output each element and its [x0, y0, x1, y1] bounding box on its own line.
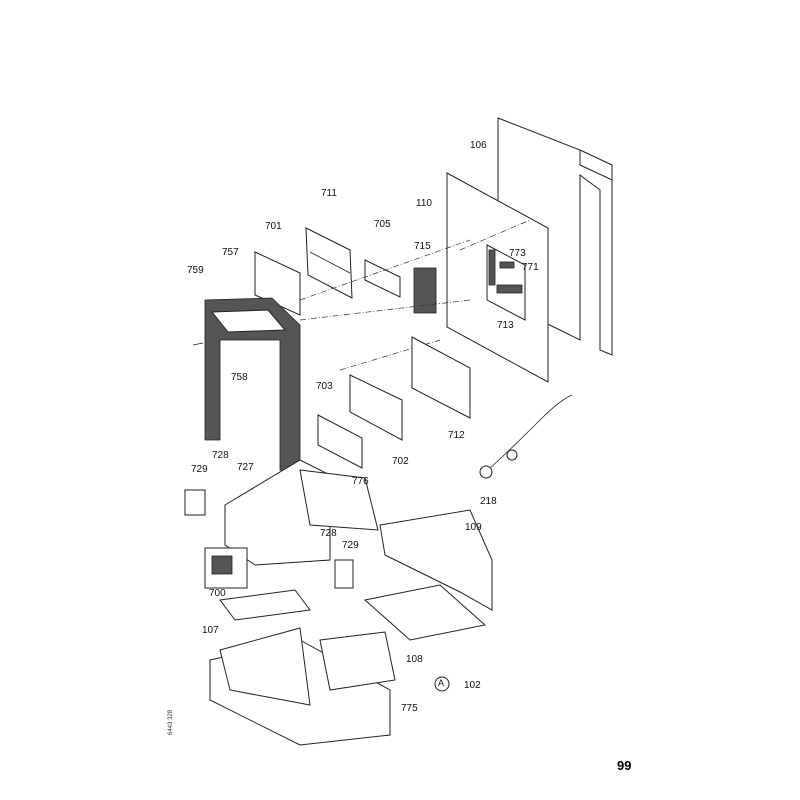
callout-107: 107 — [202, 625, 219, 636]
part-776-cover — [299, 469, 379, 531]
page-number: 99 — [617, 758, 632, 773]
callout-218: 218 — [480, 496, 497, 507]
drawing-code: 6443 328 — [168, 709, 174, 735]
callout-771: 771 — [522, 262, 539, 273]
callout-729-b: 729 — [342, 540, 359, 551]
callout-758: 758 — [231, 372, 248, 383]
callout-728-b: 728 — [320, 528, 337, 539]
reference-a-circle — [434, 676, 450, 692]
part-713-terminal-board — [486, 244, 526, 321]
part-711-cover — [305, 227, 353, 299]
callout-759: 759 — [187, 265, 204, 276]
callout-110: 110 — [416, 198, 432, 209]
callout-715: 715 — [414, 241, 431, 252]
callout-729: 729 — [191, 464, 208, 475]
part-759-screw — [192, 342, 204, 346]
part-702-board — [349, 374, 403, 441]
part-218-sensor-cable — [487, 394, 573, 471]
part-107-plate — [219, 589, 311, 621]
callout-776: 776 — [352, 476, 369, 487]
callout-713: 713 — [497, 320, 514, 331]
callout-727: 727 — [237, 462, 254, 473]
callout-108: 108 — [406, 654, 423, 665]
callout-712: 712 — [448, 430, 465, 441]
callout-728: 728 — [212, 450, 229, 461]
callout-702: 702 — [392, 456, 409, 467]
callout-711: 711 — [321, 188, 337, 199]
callout-a: A — [438, 678, 445, 688]
callout-757: 757 — [222, 247, 239, 258]
callout-701: 701 — [265, 221, 282, 232]
part-108-bracket — [319, 631, 396, 691]
callout-773: 773 — [509, 248, 526, 259]
callout-102: 102 — [464, 680, 481, 691]
part-703-module — [317, 414, 363, 469]
part-712-cover — [411, 336, 471, 419]
callout-705: 705 — [374, 219, 391, 230]
part-109-cover — [379, 509, 493, 611]
part-102-base-plate — [363, 584, 487, 641]
callout-106: 106 — [470, 140, 487, 151]
callout-700: 700 — [209, 588, 226, 599]
callout-775: 775 — [401, 703, 418, 714]
part-715-relay — [413, 267, 437, 314]
part-705-board — [364, 259, 401, 298]
callout-109: 109 — [465, 522, 482, 533]
callout-703: 703 — [316, 381, 333, 392]
